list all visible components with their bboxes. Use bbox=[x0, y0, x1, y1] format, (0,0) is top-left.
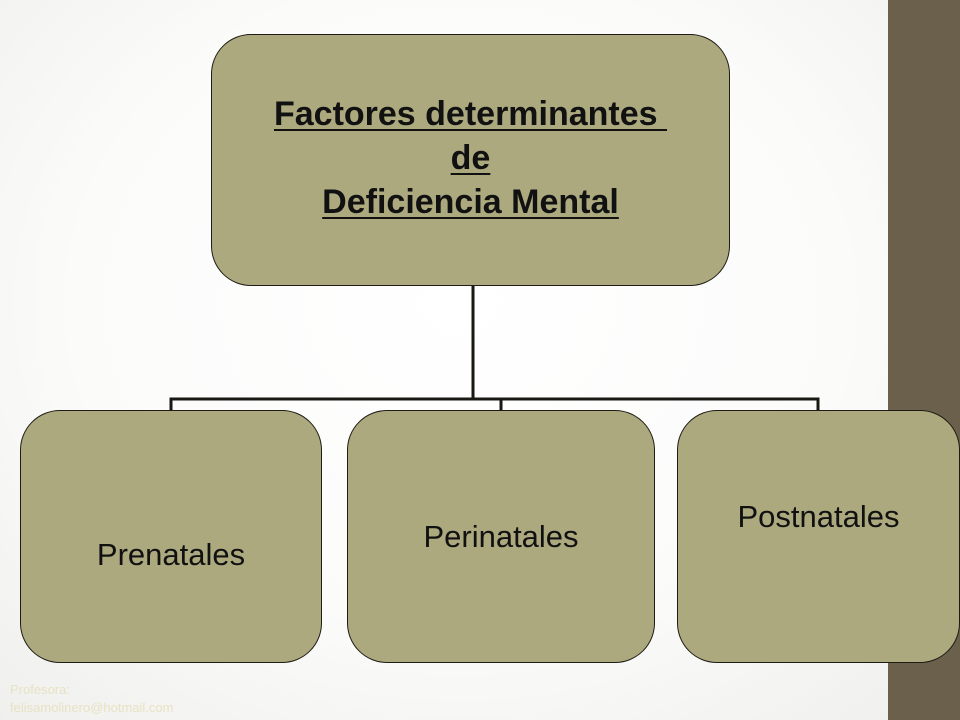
child-label-postnatales: Postnatales bbox=[737, 498, 900, 534]
root-title-line-3: Deficiencia Mental bbox=[322, 183, 619, 221]
child-node-perinatales: Perinatales bbox=[347, 410, 655, 663]
root-title-line-1: Factores determinantes bbox=[273, 95, 668, 133]
root-title: Factores determinantes de Deficiencia Me… bbox=[274, 92, 667, 224]
child-node-prenatales: Prenatales bbox=[20, 410, 322, 663]
child-label-prenatales: Prenatales bbox=[96, 536, 246, 572]
footer-line-1: Profesora: bbox=[10, 682, 70, 697]
footer-credit: Profesora: felisamolinero@hotmail.com bbox=[10, 681, 173, 717]
root-title-line-2: de bbox=[450, 139, 491, 177]
child-node-postnatales: Postnatales bbox=[677, 410, 960, 663]
child-label-perinatales: Perinatales bbox=[423, 518, 579, 554]
root-node: Factores determinantes de Deficiencia Me… bbox=[211, 34, 730, 286]
footer-line-2: felisamolinero@hotmail.com bbox=[10, 700, 174, 715]
